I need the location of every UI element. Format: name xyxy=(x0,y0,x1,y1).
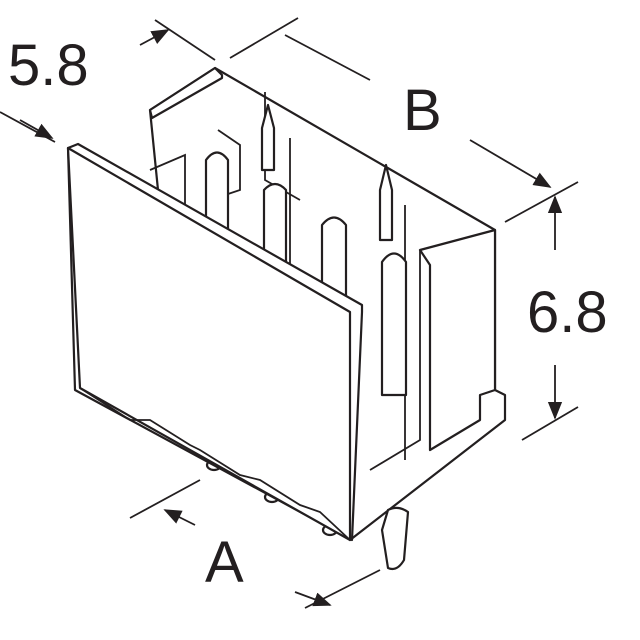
pin-1 xyxy=(204,151,230,242)
dimension-depth-label: 5.8 xyxy=(8,33,89,98)
housing-back xyxy=(148,66,507,542)
pin-bottom xyxy=(380,506,410,571)
pin-tip-left xyxy=(260,103,276,172)
dimension-lines xyxy=(0,17,579,609)
dimension-height-label: 6.8 xyxy=(527,280,608,345)
dimension-pitch-label: A xyxy=(205,530,244,595)
dimension-length-label: B xyxy=(403,78,442,143)
pin-tip-right xyxy=(378,163,394,242)
pin-4 xyxy=(380,252,408,397)
pins xyxy=(204,103,410,571)
pin-2 xyxy=(262,182,288,267)
front-plate xyxy=(66,142,364,542)
pin-3 xyxy=(320,216,348,302)
